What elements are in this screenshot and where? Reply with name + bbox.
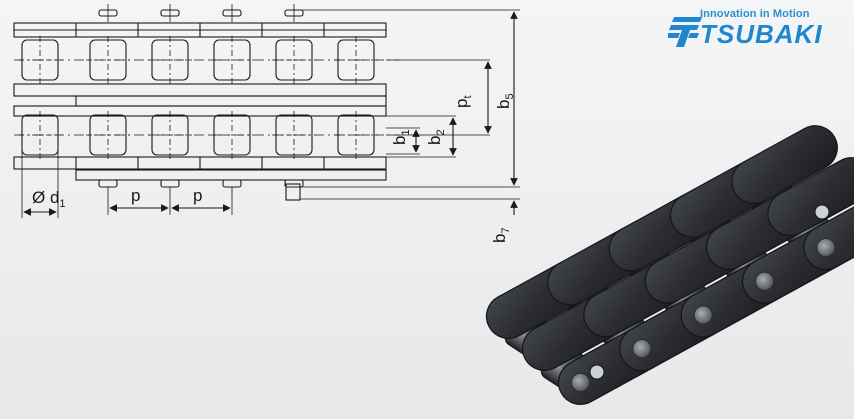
chain-pin-head (571, 372, 591, 392)
chain-schematic (13, 4, 520, 218)
chain-pin-head (693, 305, 713, 325)
dim-pt-label: pt (452, 95, 474, 108)
svg-text:b7: b7 (490, 227, 512, 243)
dim-d1-label: Ø d1 (32, 188, 66, 210)
middle-plate-upper (75, 95, 387, 107)
logo-tagline: Innovation in Motion (700, 8, 810, 20)
chain-link-plate (767, 157, 854, 237)
dimension-labels: Ø d1 p p pt b1 b2 b5 b7 (32, 93, 516, 243)
pin-head-bottom (160, 179, 180, 188)
dim-b1-label: b1 (390, 129, 412, 145)
chain-pin-head (816, 238, 836, 258)
pin-head-bottom (222, 179, 242, 188)
chain-end-hole (589, 364, 605, 380)
chain-end-hole (814, 204, 830, 220)
bottom-outer-plate-band (75, 169, 387, 181)
svg-text:b1: b1 (390, 129, 412, 145)
svg-text:b5: b5 (494, 93, 516, 109)
top-inner-plate-band (13, 83, 387, 97)
chain-link-plate (731, 125, 838, 205)
dim-b2-label: b2 (425, 129, 447, 145)
chain-pin-head (632, 339, 652, 359)
logo-wordmark: TSUBAKI (700, 19, 823, 49)
pin-head-bottom (98, 179, 118, 188)
double-strand-chain-photo (485, 125, 854, 405)
svg-text:b2: b2 (425, 129, 447, 145)
middle-plate-lower (13, 105, 387, 117)
tsubaki-logo: Innovation in Motion TSUBAKI (668, 8, 850, 54)
pin-head-bottom (284, 179, 304, 188)
dim-p-left-label: p (131, 186, 140, 205)
chain-pin-head (755, 271, 775, 291)
dim-b5-label: b5 (494, 93, 516, 109)
pin-end-cap (285, 183, 301, 201)
dim-p-right-label: p (193, 186, 202, 205)
dim-b7-label: b7 (490, 227, 512, 243)
tsubaki-emblem-icon (668, 17, 702, 47)
svg-text:pt: pt (452, 95, 474, 108)
